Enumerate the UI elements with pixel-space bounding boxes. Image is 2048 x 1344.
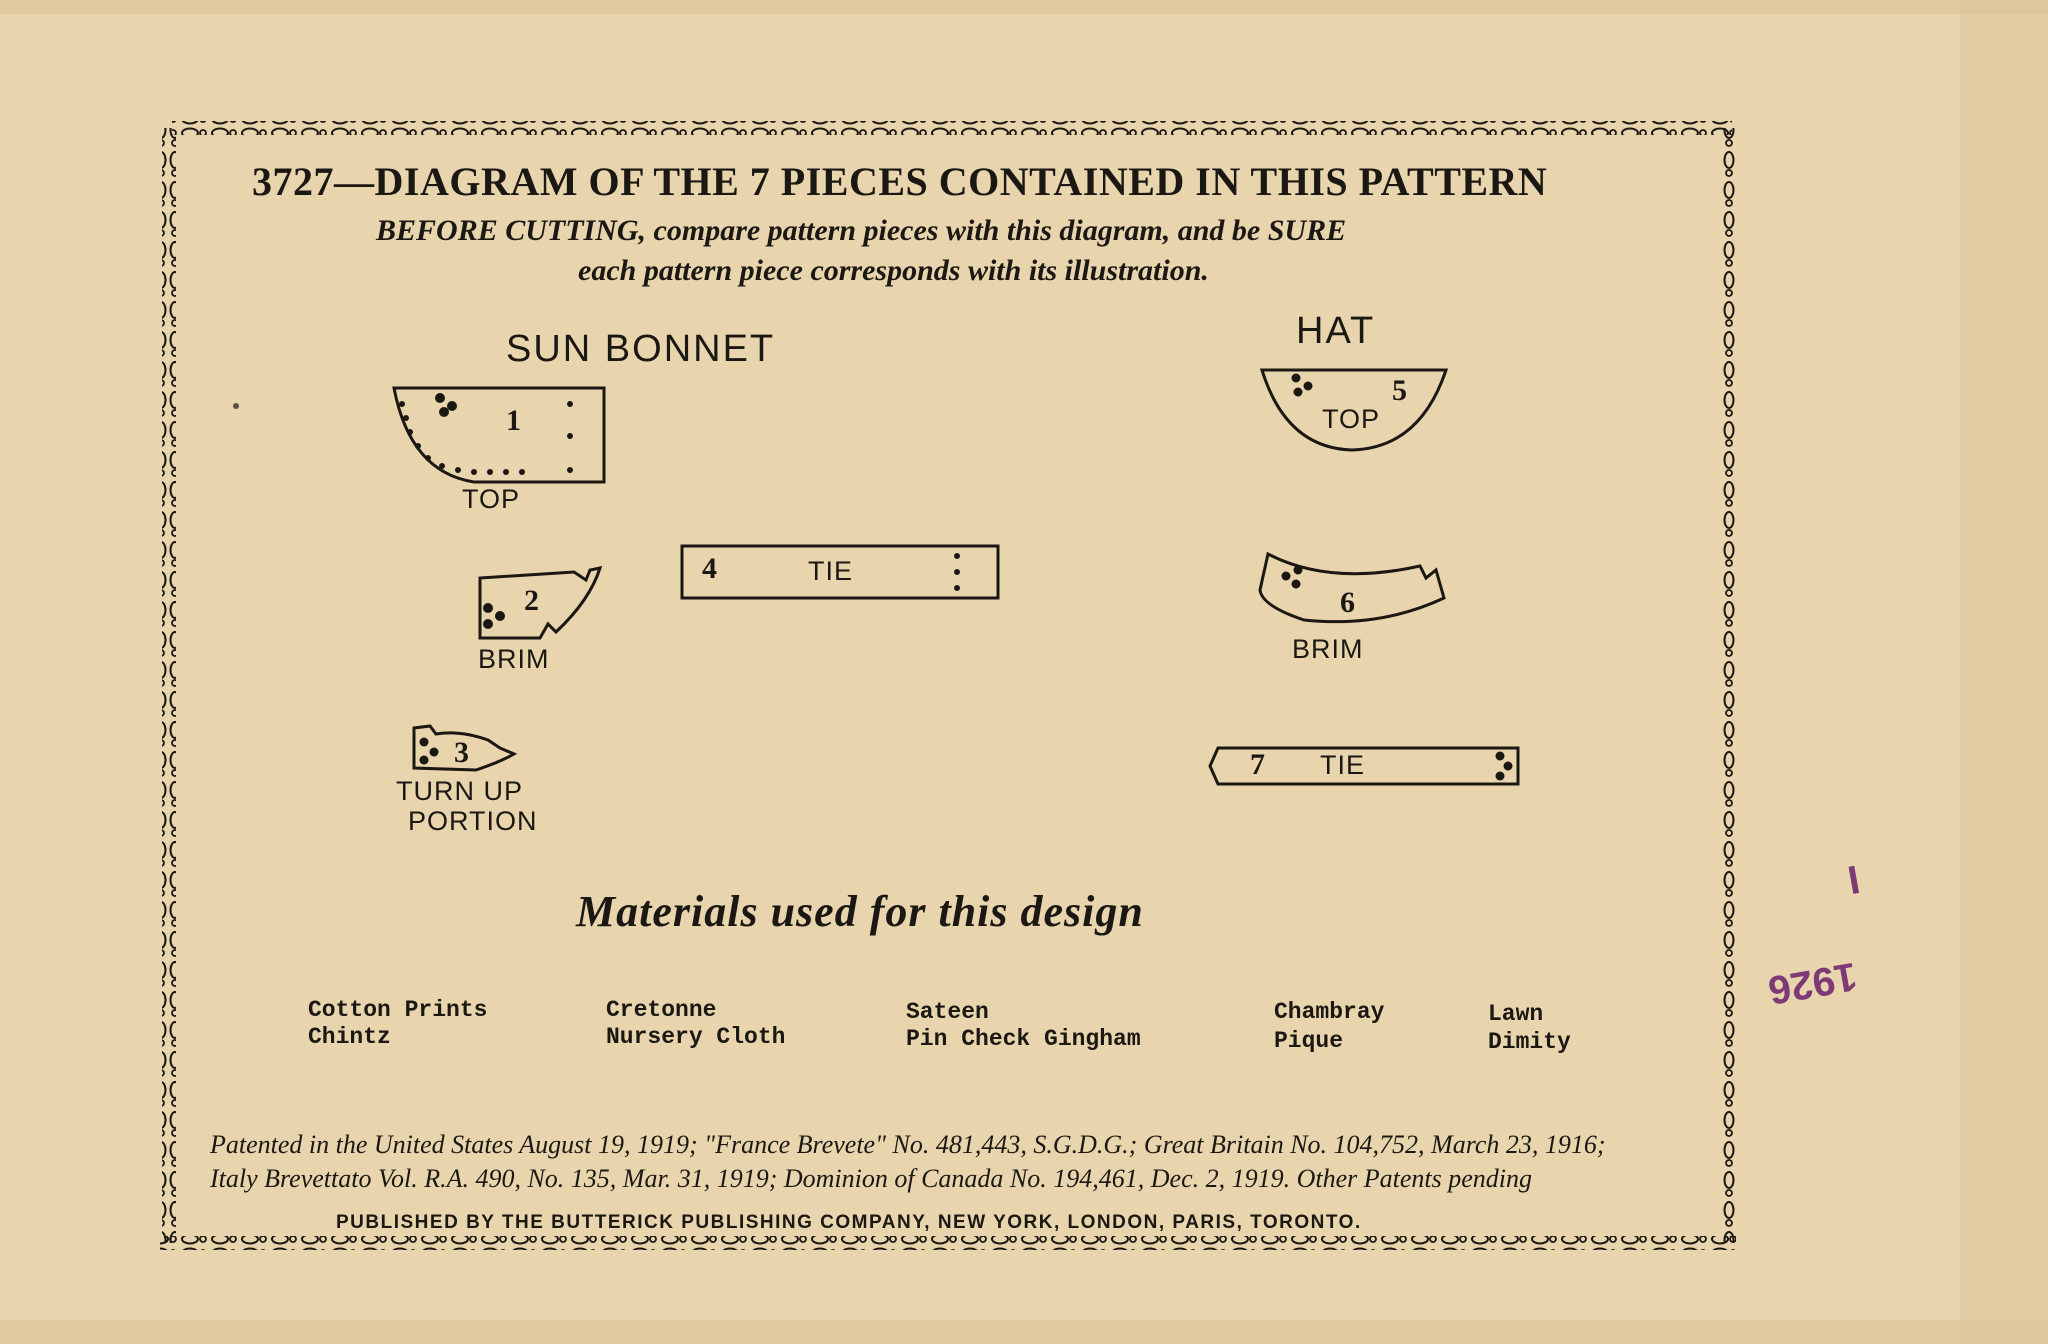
material-item: Lawn [1488, 1001, 1544, 1027]
piece-6-number: 6 [1340, 586, 1355, 619]
piece-2-number: 2 [524, 584, 539, 617]
piece-1-number: 1 [506, 404, 521, 437]
section-hat: HAT [1296, 310, 1376, 352]
piece-3-label-2: PORTION [408, 806, 538, 836]
piece-7-number: 7 [1250, 748, 1265, 781]
piece-5-top-shape [1259, 368, 1449, 452]
section-sun-bonnet: SUN BONNET [506, 328, 776, 370]
material-item: Dimity [1488, 1029, 1571, 1055]
piece-7-label: TIE [1320, 750, 1366, 780]
subtitle-line-2: each pattern piece corresponds with its … [578, 254, 1209, 287]
subtitle-line-1: BEFORE CUTTING, compare pattern pieces w… [376, 214, 1347, 247]
piece-2-brim-shape [478, 566, 603, 640]
material-item: Cretonne [606, 997, 717, 1023]
patent-line-1: Patented in the United States August 19,… [210, 1130, 1606, 1159]
decorative-border [160, 121, 1736, 1250]
piece-3-turn-up-shape [412, 724, 518, 772]
piece-4-number: 4 [702, 552, 717, 585]
piece-5-number: 5 [1392, 374, 1407, 407]
piece-3-label: TURN UP [396, 776, 523, 806]
piece-1-label: TOP [462, 484, 521, 514]
piece-4-tie-shape [680, 544, 1000, 600]
material-item: Cotton Prints [308, 997, 488, 1023]
material-item: Nursery Cloth [606, 1024, 786, 1050]
piece-5-label: TOP [1322, 404, 1381, 434]
publisher-line: PUBLISHED BY THE BUTTERICK PUBLISHING CO… [336, 1212, 1362, 1233]
piece-2-label: BRIM [478, 644, 550, 674]
piece-1-top-shape [392, 386, 606, 484]
material-item: Sateen [906, 999, 989, 1025]
piece-7-tie-shape [1208, 746, 1520, 786]
piece-6-label: BRIM [1292, 634, 1364, 664]
materials-title: Materials used for this design [576, 887, 1144, 936]
material-item: Pin Check Gingham [906, 1026, 1141, 1052]
material-item: Chambray [1274, 999, 1385, 1025]
material-item: Chintz [308, 1024, 391, 1050]
patent-line-2: Italy Brevettato Vol. R.A. 490, No. 135,… [210, 1164, 1533, 1193]
piece-6-brim-shape [1258, 551, 1446, 624]
material-item: Pique [1274, 1028, 1344, 1054]
piece-3-number: 3 [454, 736, 469, 769]
page-title: 3727—DIAGRAM OF THE 7 PIECES CONTAINED I… [252, 159, 1548, 204]
piece-4-label: TIE [808, 556, 854, 586]
